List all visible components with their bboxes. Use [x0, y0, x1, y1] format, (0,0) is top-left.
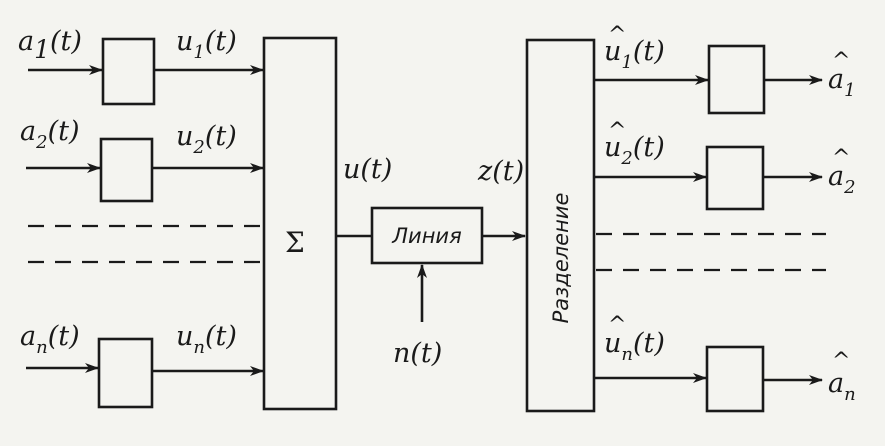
sum-output-label: u(t): [343, 154, 392, 185]
modulator-block-1: [101, 37, 156, 106]
input-label-2: a2(t): [20, 116, 79, 153]
input-label-1: a1(t): [18, 26, 82, 64]
output-channel-2: ^ u2(t) ^ a2: [594, 119, 856, 211]
modulator-block-2: [99, 137, 154, 203]
modulated-label-n: un(t): [176, 321, 237, 358]
separation-block-label: Разделение: [549, 193, 573, 324]
noise-label: n(t): [393, 338, 442, 369]
final-hat-n: ^: [832, 349, 850, 374]
sum-block: Σ: [262, 36, 338, 411]
sum-block-frame: [262, 36, 338, 411]
final-label-2: a2: [828, 161, 856, 198]
line-block-label: Линия: [391, 224, 461, 248]
final-label-1: a1: [828, 64, 856, 101]
modulated-label-1: u1(t): [176, 26, 237, 63]
input-label-n: an(t): [20, 321, 80, 358]
final-label-n: an: [828, 368, 856, 405]
input-channel-2: a2(t) u2(t): [20, 116, 264, 203]
input-channel-1: a1(t) u1(t): [18, 26, 264, 106]
line-block: Линия: [370, 206, 484, 265]
separation-block: Разделение: [525, 38, 596, 413]
modulator-block-n: [97, 337, 154, 409]
demodulator-block-1: [707, 44, 766, 115]
output-label-1: u1(t): [604, 36, 665, 73]
output-hat-1: ^: [608, 23, 626, 48]
separation-block-frame: [525, 38, 596, 413]
output-hat-n: ^: [608, 313, 626, 338]
output-label-2: u2(t): [604, 132, 665, 169]
final-hat-1: ^: [832, 49, 850, 74]
output-hat-2: ^: [608, 119, 626, 144]
sigma-symbol: Σ: [285, 226, 305, 259]
input-channel-n: an(t) un(t): [20, 321, 264, 409]
output-channel-1: ^ u1(t) ^ a1: [594, 23, 856, 115]
output-channel-n: ^ un(t) ^ an: [594, 313, 856, 413]
line-output-label: z(t): [477, 156, 524, 187]
modulated-label-2: u2(t): [176, 121, 237, 158]
demodulator-block-2: [705, 145, 765, 211]
output-label-n: un(t): [604, 328, 665, 365]
demodulator-block-n: [705, 345, 765, 413]
final-hat-2: ^: [832, 146, 850, 171]
